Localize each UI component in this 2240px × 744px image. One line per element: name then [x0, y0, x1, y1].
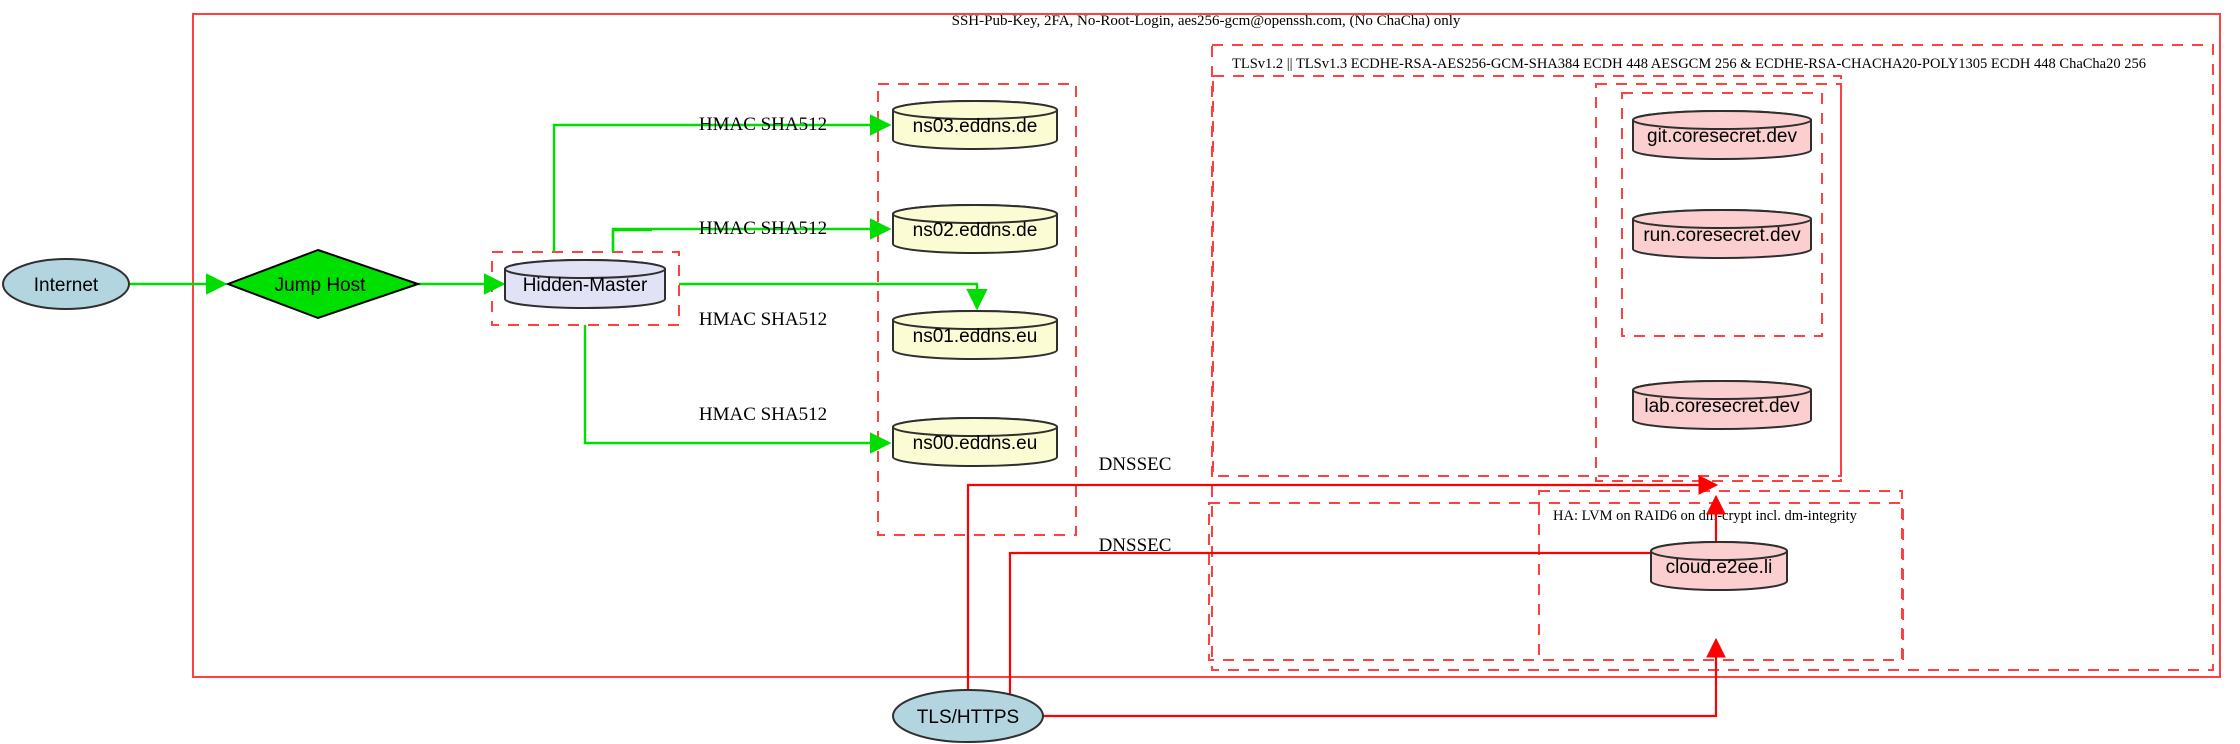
cluster-ssh-outer: SSH-Pub-Key, 2FA, No-Root-Login, aes256-… [192, 13, 2221, 678]
node-ns01[interactable]: ns01.eddns.eu [892, 310, 1058, 360]
cluster-coresecret-webapps [1621, 92, 1823, 337]
edge-label-hmac-ns01: HMAC SHA512 [699, 309, 827, 330]
cluster-coresecret-inner [1595, 83, 1842, 482]
edge-dnssec-upper [966, 475, 1719, 660]
node-internet-label: Internet [34, 275, 99, 296]
cluster-coresecret-outer [1212, 75, 1842, 477]
edge-label-hmac-ns02: HMAC SHA512 [699, 218, 827, 239]
node-hidden-master-label: Hidden-Master [523, 275, 648, 296]
cluster-ha-label: HA: LVM on RAID6 on dm-crypt incl. dm-in… [1553, 508, 1858, 524]
node-ns01-label: ns01.eddns.eu [913, 326, 1038, 347]
node-ns02[interactable]: ns02.eddns.de [892, 204, 1058, 254]
node-git-label: git.coresecret.dev [1647, 126, 1797, 147]
edge-dnssec-lower [1008, 543, 1719, 716]
node-internet[interactable]: Internet [2, 258, 130, 310]
cluster-ssh-label: SSH-Pub-Key, 2FA, No-Root-Login, aes256-… [952, 13, 1461, 29]
node-ns00[interactable]: ns00.eddns.eu [892, 417, 1058, 467]
cluster-tls-label: TLSv1.2 || TLSv1.3 ECDHE-RSA-AES256-GCM-… [1232, 56, 2146, 72]
cluster-dns [877, 83, 1077, 536]
edge-master-stub-ns02 [611, 228, 652, 252]
edge-label-dnssec-1: DNSSEC [1099, 454, 1172, 475]
edge-label-dnssec-2: DNSSEC [1099, 535, 1172, 556]
edges-dnssec-tls [966, 475, 1726, 718]
node-lab-coresecret[interactable]: lab.coresecret.dev [1632, 380, 1812, 430]
node-cloud-label: cloud.e2ee.li [1666, 557, 1773, 578]
edge-label-hmac-ns00: HMAC SHA512 [699, 404, 827, 425]
node-ns03[interactable]: ns03.eddns.de [892, 100, 1058, 150]
cluster-tls: TLSv1.2 || TLSv1.3 ECDHE-RSA-AES256-GCM-… [1211, 44, 2214, 671]
edge-master-to-ns03 [552, 114, 892, 252]
hmac-edge-labels: HMAC SHA512 HMAC SHA512 HMAC SHA512 HMAC… [699, 114, 827, 425]
node-lab-label: lab.coresecret.dev [1644, 396, 1800, 417]
node-ns02-label: ns02.eddns.de [913, 220, 1038, 241]
edge-label-hmac-ns03: HMAC SHA512 [699, 114, 827, 135]
node-run-coresecret[interactable]: run.coresecret.dev [1632, 209, 1812, 259]
node-run-label: run.coresecret.dev [1643, 225, 1801, 246]
cluster-ha-inner [1538, 490, 1903, 661]
edge-master-to-ns01 [679, 282, 988, 311]
node-git-coresecret[interactable]: git.coresecret.dev [1632, 110, 1812, 160]
node-tls-https[interactable]: TLS/HTTPS [892, 689, 1044, 743]
node-ns00-label: ns00.eddns.eu [913, 433, 1038, 454]
dnssec-edge-labels: DNSSEC DNSSEC [1099, 454, 1172, 556]
edge-tls-to-ha [1043, 637, 1726, 718]
node-cloud-e2ee[interactable]: cloud.e2ee.li [1650, 541, 1788, 591]
node-jump-host[interactable]: Jump Host [225, 248, 422, 320]
edge-master-to-ns02 [611, 218, 892, 252]
node-hidden-master[interactable]: Hidden-Master [504, 259, 666, 309]
node-tls-https-label: TLS/HTTPS [917, 707, 1019, 728]
node-jump-host-label: Jump Host [275, 275, 367, 296]
node-ns03-label: ns03.eddns.de [913, 116, 1038, 137]
edge-master-to-ns00 [583, 325, 892, 454]
cluster-ha: HA: LVM on RAID6 on dm-crypt incl. dm-in… [1208, 502, 1904, 661]
edges-hmac [128, 114, 988, 454]
